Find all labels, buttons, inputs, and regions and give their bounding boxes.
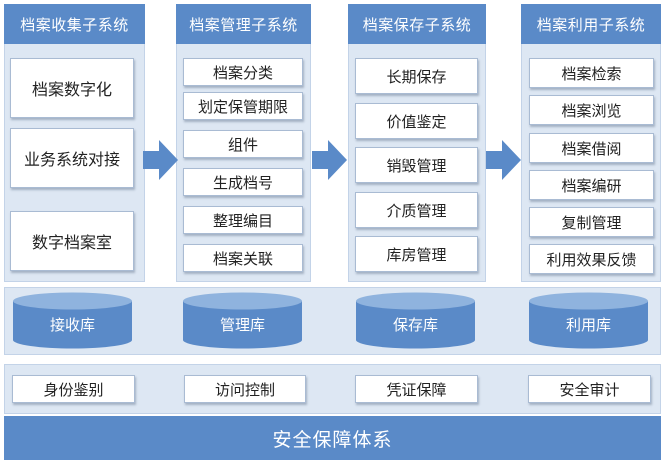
database-cylinder: 接收库 (12, 292, 133, 350)
use-item: 档案借阅 (529, 133, 654, 163)
database-cylinder: 利用库 (528, 292, 649, 350)
collect-item: 数字档案室 (10, 211, 134, 271)
database-cylinder: 管理库 (182, 292, 303, 350)
security-item: 身份鉴别 (12, 375, 135, 403)
database-label: 保存库 (392, 316, 438, 334)
database-label: 管理库 (219, 316, 265, 334)
security-system-title: 安全保障体系 (4, 416, 661, 460)
database-icon (13, 292, 132, 349)
manage-item: 档案分类 (183, 58, 303, 86)
flow-arrow-icon (312, 140, 347, 180)
manage-item: 组件 (183, 130, 303, 158)
database-label: 接收库 (49, 316, 95, 334)
preserve-item: 长期保存 (355, 58, 478, 94)
collect-item: 档案数字化 (10, 58, 134, 118)
manage-item: 划定保管期限 (183, 92, 303, 120)
security-item: 凭证保障 (355, 375, 478, 403)
manage-item: 档案关联 (183, 244, 303, 272)
preserve-item: 价值鉴定 (355, 103, 478, 139)
security-item: 安全审计 (528, 375, 651, 403)
preserve-subsystem-panel (348, 4, 486, 282)
security-item: 访问控制 (184, 375, 306, 403)
database-cylinder: 保存库 (355, 292, 476, 350)
database-icon (183, 292, 302, 349)
use-item: 复制管理 (529, 207, 654, 237)
manage-item: 生成档号 (183, 168, 303, 196)
database-icon (529, 292, 648, 349)
manage-subsystem-title: 档案管理子系统 (176, 4, 311, 44)
preserve-subsystem-title: 档案保存子系统 (348, 4, 486, 44)
use-subsystem-title: 档案利用子系统 (521, 4, 661, 44)
preserve-item: 销毁管理 (355, 147, 478, 183)
collect-item: 业务系统对接 (10, 128, 134, 188)
preserve-item: 介质管理 (355, 192, 478, 228)
use-item: 档案检索 (529, 58, 654, 88)
database-label: 利用库 (565, 316, 611, 334)
manage-item: 整理编目 (183, 206, 303, 234)
flow-arrow-icon (143, 140, 178, 180)
use-item: 利用效果反馈 (529, 244, 654, 274)
preserve-item: 库房管理 (355, 236, 478, 272)
database-icon (356, 292, 475, 349)
flow-arrow-icon (486, 140, 521, 180)
collect-subsystem-title: 档案收集子系统 (4, 4, 145, 44)
use-item: 档案编研 (529, 170, 654, 200)
use-item: 档案浏览 (529, 95, 654, 125)
